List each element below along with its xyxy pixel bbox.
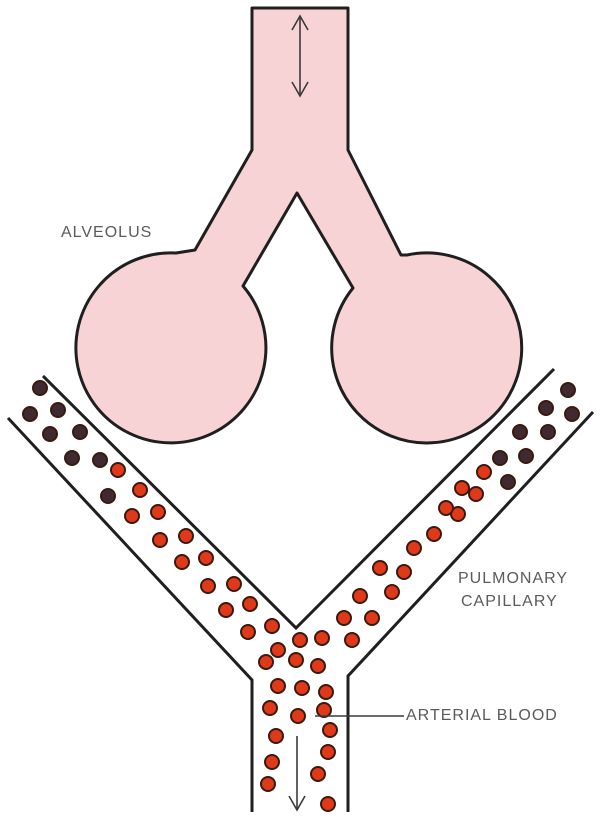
oxygenated-red-blood-cell xyxy=(289,653,303,667)
capillary-outer-left-wall xyxy=(8,418,252,812)
oxygenated-red-blood-cell xyxy=(265,619,279,633)
deoxygenated-red-blood-cell xyxy=(493,451,507,465)
deoxygenated-red-blood-cell xyxy=(501,475,515,489)
oxygenated-red-blood-cell xyxy=(133,483,147,497)
oxygenated-red-blood-cell xyxy=(317,703,331,717)
oxygenated-red-blood-cell xyxy=(353,589,367,603)
oxygenated-red-blood-cell xyxy=(321,745,335,759)
oxygenated-red-blood-cell xyxy=(407,541,421,555)
oxygenated-red-blood-cell xyxy=(243,597,257,611)
oxygenated-red-blood-cell xyxy=(427,527,441,541)
oxygenated-red-blood-cell xyxy=(439,501,453,515)
oxygenated-red-blood-cell xyxy=(469,487,483,501)
deoxygenated-red-blood-cell xyxy=(51,403,65,417)
oxygenated-red-blood-cell xyxy=(263,701,277,715)
pulmonary-capillary-label-line1: PULMONARY xyxy=(458,568,568,590)
oxygenated-red-blood-cell xyxy=(337,611,351,625)
deoxygenated-red-blood-cell xyxy=(519,449,533,463)
oxygenated-red-blood-cell xyxy=(271,643,285,657)
oxygenated-red-blood-cell xyxy=(201,579,215,593)
oxygenated-red-blood-cell xyxy=(311,767,325,781)
oxygenated-red-blood-cell xyxy=(315,631,329,645)
deoxygenated-red-blood-cell xyxy=(565,407,579,421)
deoxygenated-red-blood-cell xyxy=(539,401,553,415)
deoxygenated-red-blood-cell xyxy=(101,489,115,503)
oxygenated-red-blood-cell xyxy=(397,565,411,579)
oxygenated-red-blood-cell xyxy=(153,533,167,547)
oxygenated-red-blood-cell xyxy=(111,463,125,477)
oxygenated-red-blood-cell xyxy=(151,505,165,519)
deoxygenated-red-blood-cell xyxy=(513,425,527,439)
oxygenated-red-blood-cell xyxy=(269,729,283,743)
oxygenated-red-blood-cell xyxy=(241,625,255,639)
arterial-blood-label: ARTERIAL BLOOD xyxy=(406,705,558,727)
deoxygenated-red-blood-cell xyxy=(541,425,555,439)
oxygenated-red-blood-cell xyxy=(319,685,333,699)
oxygenated-red-blood-cell xyxy=(311,659,325,673)
oxygenated-red-blood-cell xyxy=(261,777,275,791)
oxygenated-red-blood-cell xyxy=(175,555,189,569)
deoxygenated-red-blood-cell xyxy=(23,407,37,421)
oxygenated-red-blood-cell xyxy=(219,603,233,617)
deoxygenated-red-blood-cell xyxy=(43,427,57,441)
down-arrow-icon xyxy=(289,736,305,810)
oxygenated-red-blood-cell xyxy=(455,481,469,495)
oxygenated-red-blood-cell xyxy=(259,655,273,669)
oxygenated-red-blood-cell xyxy=(293,633,307,647)
oxygenated-red-blood-cell xyxy=(373,561,387,575)
oxygenated-red-blood-cell xyxy=(291,709,305,723)
oxygenated-red-blood-cell xyxy=(179,529,193,543)
alveolus-label: ALVEOLUS xyxy=(61,222,152,244)
pulmonary-capillary-label-line2: CAPILLARY xyxy=(461,591,558,613)
deoxygenated-red-blood-cell xyxy=(73,425,87,439)
deoxygenated-red-blood-cell xyxy=(33,381,47,395)
oxygenated-red-blood-cell xyxy=(295,681,309,695)
oxygenated-red-blood-cell xyxy=(345,633,359,647)
oxygenated-red-blood-cell xyxy=(323,723,337,737)
oxygenated-red-blood-cell xyxy=(271,679,285,693)
oxygenated-red-blood-cell xyxy=(477,465,491,479)
oxygenated-red-blood-cell xyxy=(321,797,335,811)
deoxygenated-red-blood-cell xyxy=(93,453,107,467)
oxygenated-red-blood-cell xyxy=(125,509,139,523)
oxygenated-red-blood-cell xyxy=(199,551,213,565)
oxygenated-red-blood-cell xyxy=(265,755,279,769)
oxygenated-red-blood-cell xyxy=(365,611,379,625)
deoxygenated-red-blood-cell xyxy=(65,451,79,465)
deoxygenated-red-blood-cell xyxy=(561,383,575,397)
oxygenated-red-blood-cell xyxy=(227,577,241,591)
oxygenated-red-blood-cell xyxy=(385,585,399,599)
